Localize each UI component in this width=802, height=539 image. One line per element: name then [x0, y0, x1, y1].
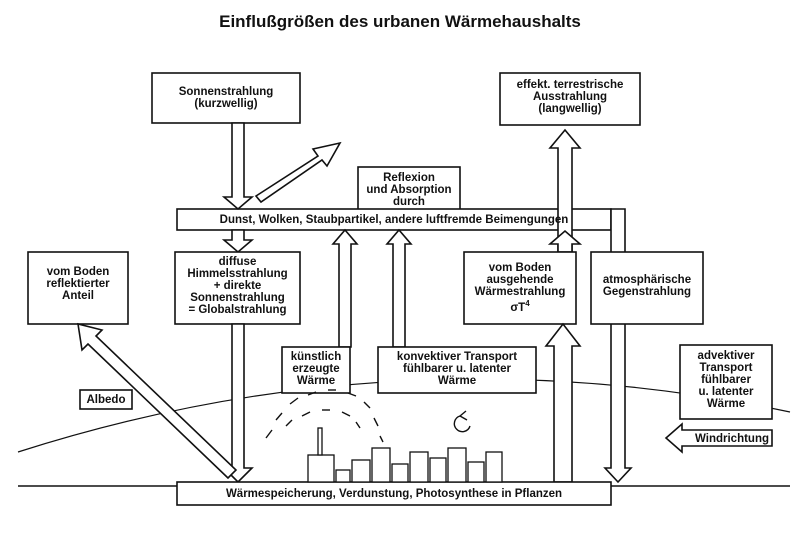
- advective-label: advektiver Transport fühlbarer u. latent…: [697, 350, 755, 410]
- artificial-heat-box: [281, 346, 351, 394]
- convective-arrow: [385, 228, 413, 348]
- circulation-icon: [453, 410, 471, 433]
- ground-reflected-box: [27, 251, 129, 325]
- terrestrial-label: effekt. terrestrische Ausstrahlung (lang…: [516, 79, 624, 115]
- ground-emitted-exponent: 4: [525, 299, 530, 308]
- haze-label: Dunst, Wolken, Staubpartikel, andere luf…: [219, 214, 569, 226]
- counter-radiation-arrow: [603, 208, 633, 484]
- storage-label: Wärmespeicherung, Verdunstung, Photosynt…: [225, 488, 563, 500]
- city-skyline: [307, 427, 503, 483]
- ground-emitted-label: vom Boden ausgehende Wärmestrahlung σT4: [464, 262, 576, 314]
- albedo-label: Albedo: [86, 394, 126, 406]
- wind-arrow: [664, 422, 773, 454]
- ground-emitted-box: [463, 251, 577, 325]
- albedo-arrow: [77, 322, 238, 480]
- global-radiation-box: [174, 251, 301, 325]
- reflexion-box: [357, 166, 461, 213]
- advective-box: [679, 344, 773, 420]
- artificial-heat-label: künstlich erzeugte Wärme: [290, 351, 342, 387]
- global-radiation-label: diffuse Himmelsstrahlung + direkte Sonne…: [187, 256, 288, 316]
- reflected-up-arrow: [254, 141, 342, 204]
- global-down-arrow: [222, 323, 254, 484]
- sun-label: Sonnenstrahlung (kurzwellig): [178, 86, 274, 110]
- sun-box: [151, 72, 301, 124]
- counter-radiation-label: atmosphärische Gegenstrahlung: [602, 274, 692, 298]
- emitted-up-arrow-top: [547, 229, 583, 253]
- sun-down-arrow: [221, 122, 255, 211]
- counter-radiation-box: [590, 251, 704, 325]
- heat-dome-dashes: [265, 389, 384, 443]
- terrestrial-box: [499, 72, 641, 126]
- global-arrow-top: [221, 229, 255, 254]
- reflexion-label: Reflexion und Absorption durch: [366, 172, 452, 208]
- ground-reflected-label: vom Boden reflektierter Anteil: [46, 266, 110, 302]
- albedo-box: [79, 389, 133, 410]
- convective-box: [377, 346, 537, 394]
- terrestrial-up-arrow: [548, 128, 582, 253]
- emitted-up-arrow: [544, 322, 582, 483]
- convective-label: konvektiver Transport fühlbarer u. laten…: [396, 351, 518, 387]
- ground-emitted-text: vom Boden ausgehende Wärmestrahlung: [474, 262, 566, 298]
- artificial-heat-arrow: [331, 228, 359, 348]
- wind-label: Windrichtung: [695, 433, 769, 445]
- page-title: Einflußgrößen des urbanen Wärmehaushalts: [219, 12, 581, 31]
- ground-emitted-formula: σT: [510, 301, 526, 314]
